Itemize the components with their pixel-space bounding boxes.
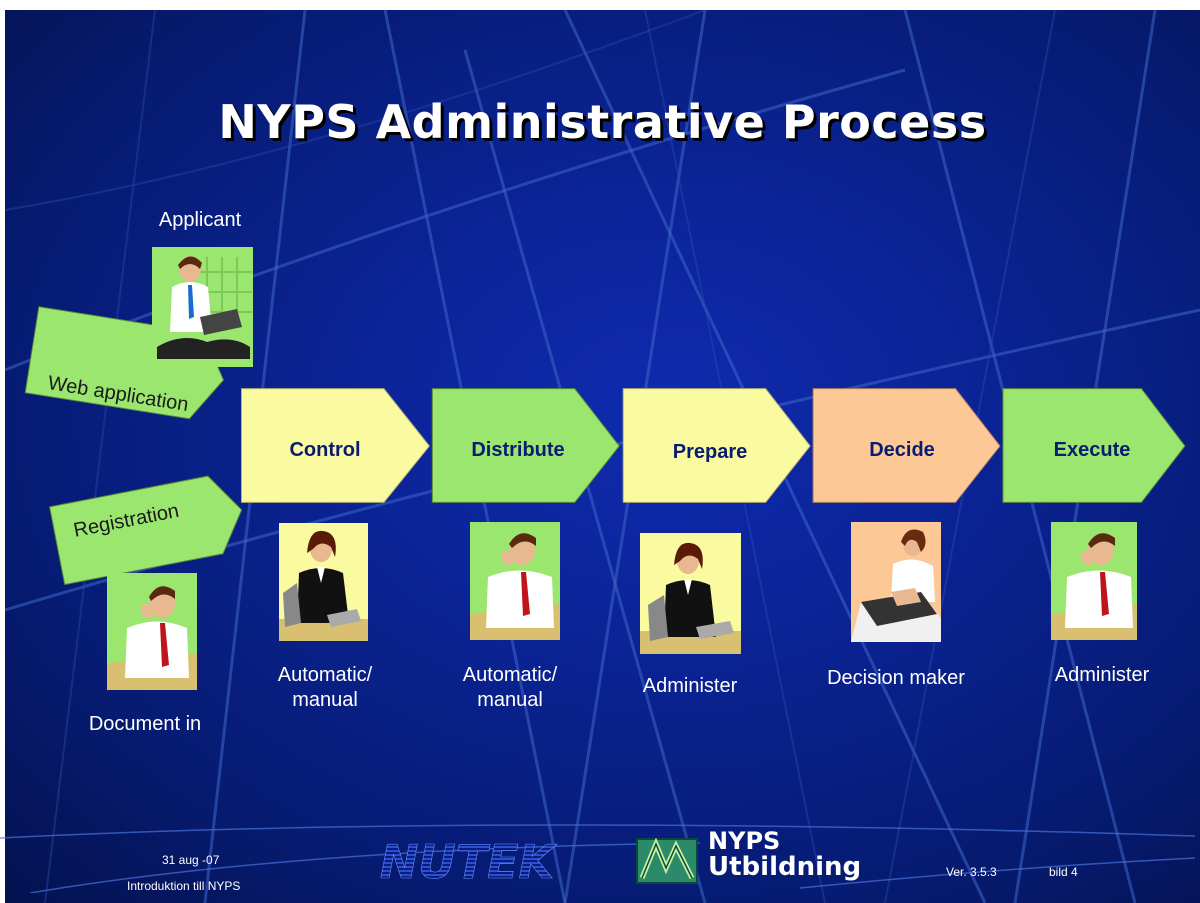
man-phone-icon: [470, 522, 560, 640]
step-arrow-distribute: [431, 388, 620, 503]
role-label-control: Automatic/ manual: [277, 664, 373, 711]
footer-brand-line2: Utbildning: [708, 852, 862, 882]
woman-office-icon: [640, 533, 741, 654]
role-label-distribute: Automatic/ manual: [462, 664, 558, 711]
nyps-logo-icon: [636, 838, 698, 884]
step-label-decide: Decide: [869, 439, 935, 461]
step-label-prepare: Prepare: [672, 441, 748, 463]
footer-brand-line1: NYPS: [708, 827, 781, 855]
role-label-execute: Administer: [1054, 664, 1150, 686]
footer-version: Ver. 3.5.3: [946, 865, 997, 879]
woman-office-icon: [279, 523, 368, 641]
nutek-logo: NUTEK: [380, 838, 558, 884]
applicant-label: Applicant: [158, 209, 242, 231]
footer-course: Introduktion till NYPS: [127, 879, 241, 893]
role-label-decide: Decision maker: [827, 667, 965, 689]
nutek-logo-text: NUTEK: [380, 838, 558, 884]
step-label-execute: Execute: [1053, 439, 1131, 461]
man-laptop-icon: [152, 247, 253, 367]
woman-typing-icon: [851, 522, 941, 642]
step-arrow-decide: [812, 388, 1001, 503]
man-phone-icon: [107, 573, 197, 690]
document-in-label: Document in: [88, 713, 202, 735]
slide-title: NYPS Administrative Process: [218, 95, 987, 149]
role-label-prepare: Administer: [642, 675, 738, 697]
man-phone-icon: [1051, 522, 1137, 640]
footer-slide-number: bild 4: [1049, 865, 1078, 879]
step-arrow-control: [240, 388, 431, 503]
step-arrow-prepare: [622, 388, 811, 503]
step-arrow-execute: [1002, 388, 1186, 503]
footer-date: 31 aug -07: [162, 853, 220, 867]
input-arrow-registration: [49, 475, 243, 586]
footer-lines: [0, 824, 1195, 893]
step-label-distribute: Distribute: [471, 439, 565, 461]
step-label-control: Control: [289, 439, 361, 461]
